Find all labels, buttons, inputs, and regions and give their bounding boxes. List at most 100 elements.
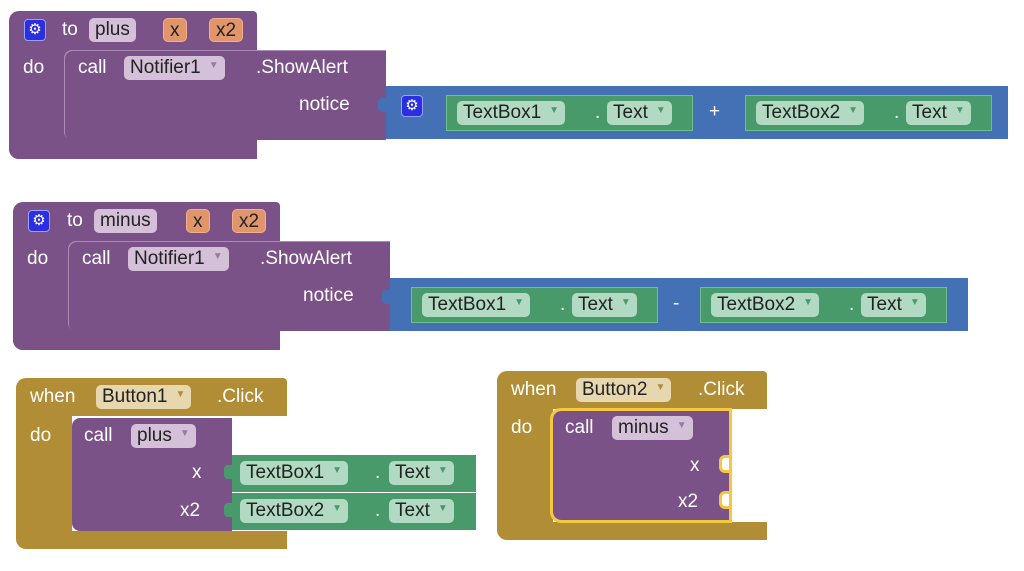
- property-name: Text: [395, 462, 430, 484]
- component-dropdown[interactable]: TextBox2▼: [756, 101, 865, 125]
- component-dropdown[interactable]: TextBox2▼: [240, 499, 349, 523]
- dropdown-arrow-icon: ▼: [437, 465, 448, 476]
- notifier-call-block[interactable]: call Notifier1▼ .ShowAlert notice: [68, 241, 390, 331]
- dropdown-arrow-icon: ▼: [803, 297, 814, 308]
- property-dropdown[interactable]: Text ▼: [861, 293, 926, 317]
- notifier-component-dropdown[interactable]: Notifier1▼: [128, 247, 229, 271]
- dropdown-arrow-icon: ▼: [175, 389, 186, 400]
- component-name: Button1: [102, 386, 168, 408]
- property-dropdown[interactable]: Text ▼: [389, 461, 454, 485]
- component-getter-textbox2[interactable]: TextBox2▼ . Text▼: [745, 95, 992, 131]
- event-name: .Click: [698, 379, 745, 400]
- dropdown-arrow-icon: ▼: [179, 428, 190, 439]
- param-x2[interactable]: x2: [209, 18, 244, 42]
- component-getter-textbox1[interactable]: TextBox1 ▼ . Text ▼: [224, 455, 476, 492]
- notice-arg-label: notice: [299, 94, 350, 115]
- component-getter-textbox2[interactable]: TextBox2▼ . Text▼: [224, 493, 476, 530]
- mutator-gear-icon[interactable]: ⚙: [401, 95, 423, 117]
- dropdown-arrow-icon: ▼: [549, 105, 560, 116]
- when-label: when: [511, 379, 557, 400]
- procedure-call-plus-block[interactable]: call plus▼ x x2: [72, 418, 232, 531]
- empty-socket-x2[interactable]: [719, 491, 729, 509]
- dot-separator: .: [849, 294, 855, 315]
- property-dropdown[interactable]: Text ▼: [572, 293, 637, 317]
- component-name: TextBox1: [428, 294, 507, 316]
- input-notch: [224, 465, 232, 479]
- button-component-dropdown[interactable]: Button1 ▼: [96, 385, 192, 409]
- procedure-do-label: do: [23, 57, 45, 78]
- notice-arg-label: notice: [303, 285, 354, 306]
- procedure-to-label: to: [67, 210, 83, 231]
- property-dropdown[interactable]: Text▼: [607, 101, 672, 125]
- dropdown-arrow-icon: ▼: [332, 465, 343, 476]
- procedure-name-field[interactable]: minus: [94, 209, 157, 233]
- component-name: Button2: [582, 379, 648, 401]
- operator-label: -: [673, 293, 680, 314]
- property-name: Text: [578, 294, 613, 316]
- dropdown-arrow-icon: ▼: [655, 105, 666, 116]
- dropdown-arrow-icon: ▼: [909, 297, 920, 308]
- text-join-block[interactable]: ⚙ TextBox1▼ . Text▼ + TextBox2▼ . Text▼: [378, 86, 1008, 139]
- dot-separator: .: [375, 462, 381, 483]
- component-name: TextBox1: [246, 462, 325, 484]
- mutator-gear-icon[interactable]: ⚙: [28, 210, 50, 232]
- param-x[interactable]: x: [163, 18, 187, 42]
- procedure-name-dropdown[interactable]: plus ▼: [131, 424, 196, 448]
- mutator-gear-icon[interactable]: ⚙: [24, 19, 46, 41]
- dot-separator: .: [595, 102, 601, 123]
- component-name: Notifier1: [134, 248, 205, 270]
- procedure-call-minus-block-selected[interactable]: call minus▼ x x2: [550, 408, 732, 523]
- component-getter-textbox2[interactable]: TextBox2 ▼ . Text ▼: [700, 287, 947, 323]
- call-label: call: [78, 57, 107, 78]
- procedure-name-field[interactable]: plus: [89, 18, 136, 42]
- component-dropdown[interactable]: TextBox1▼: [422, 293, 531, 317]
- component-name: TextBox2: [762, 102, 841, 124]
- dot-separator: .: [560, 294, 566, 315]
- dropdown-arrow-icon: ▼: [954, 105, 965, 116]
- notifier-call-block[interactable]: call Notifier1▼ .ShowAlert notice: [64, 50, 386, 140]
- dot-separator: .: [375, 500, 381, 521]
- operator-label: +: [709, 101, 721, 122]
- param-x2[interactable]: x2: [232, 209, 267, 233]
- call-label: call: [84, 425, 113, 446]
- component-dropdown[interactable]: TextBox1 ▼: [457, 101, 566, 125]
- dropdown-arrow-icon: ▼: [620, 297, 631, 308]
- button-component-dropdown[interactable]: Button2 ▼: [576, 378, 672, 402]
- input-notch: [378, 98, 386, 112]
- component-dropdown[interactable]: TextBox1 ▼: [240, 461, 349, 485]
- property-name: Text: [912, 102, 947, 124]
- procedure-name-dropdown[interactable]: minus▼: [612, 416, 693, 440]
- notifier-component-dropdown[interactable]: Notifier1▼: [124, 56, 225, 80]
- component-dropdown[interactable]: TextBox2 ▼: [711, 293, 820, 317]
- component-name: TextBox2: [717, 294, 796, 316]
- event-do-label: do: [511, 417, 533, 438]
- component-getter-textbox1[interactable]: TextBox1▼ . Text ▼: [411, 287, 658, 323]
- event-do-label: do: [30, 425, 52, 446]
- dropdown-arrow-icon: ▼: [676, 420, 687, 431]
- component-name: Notifier1: [130, 57, 201, 79]
- method-name: .ShowAlert: [260, 248, 352, 269]
- param-x[interactable]: x: [186, 209, 210, 233]
- event-name: .Click: [217, 386, 264, 407]
- property-dropdown[interactable]: Text▼: [389, 499, 454, 523]
- when-label: when: [30, 386, 76, 407]
- arg-label-x2: x2: [180, 500, 201, 521]
- arg-label-x: x: [690, 455, 700, 476]
- dropdown-arrow-icon: ▼: [332, 503, 343, 514]
- call-label: call: [565, 417, 594, 438]
- input-notch: [382, 290, 390, 304]
- empty-socket-x[interactable]: [719, 455, 729, 473]
- input-notch: [224, 503, 232, 517]
- property-dropdown[interactable]: Text ▼: [906, 101, 971, 125]
- dropdown-arrow-icon: ▼: [437, 503, 448, 514]
- property-name: Text: [867, 294, 902, 316]
- procedure-to-label: to: [62, 19, 78, 40]
- method-name: .ShowAlert: [256, 57, 348, 78]
- procedure-name: plus: [137, 425, 172, 447]
- call-label: call: [82, 248, 111, 269]
- component-getter-textbox1[interactable]: TextBox1 ▼ . Text▼: [446, 95, 693, 131]
- dropdown-arrow-icon: ▼: [655, 382, 666, 393]
- component-name: TextBox1: [463, 102, 542, 124]
- text-join-block[interactable]: TextBox1▼ . Text ▼ - TextBox2 ▼ . Text ▼: [382, 278, 968, 331]
- arg-label-x2: x2: [678, 491, 699, 512]
